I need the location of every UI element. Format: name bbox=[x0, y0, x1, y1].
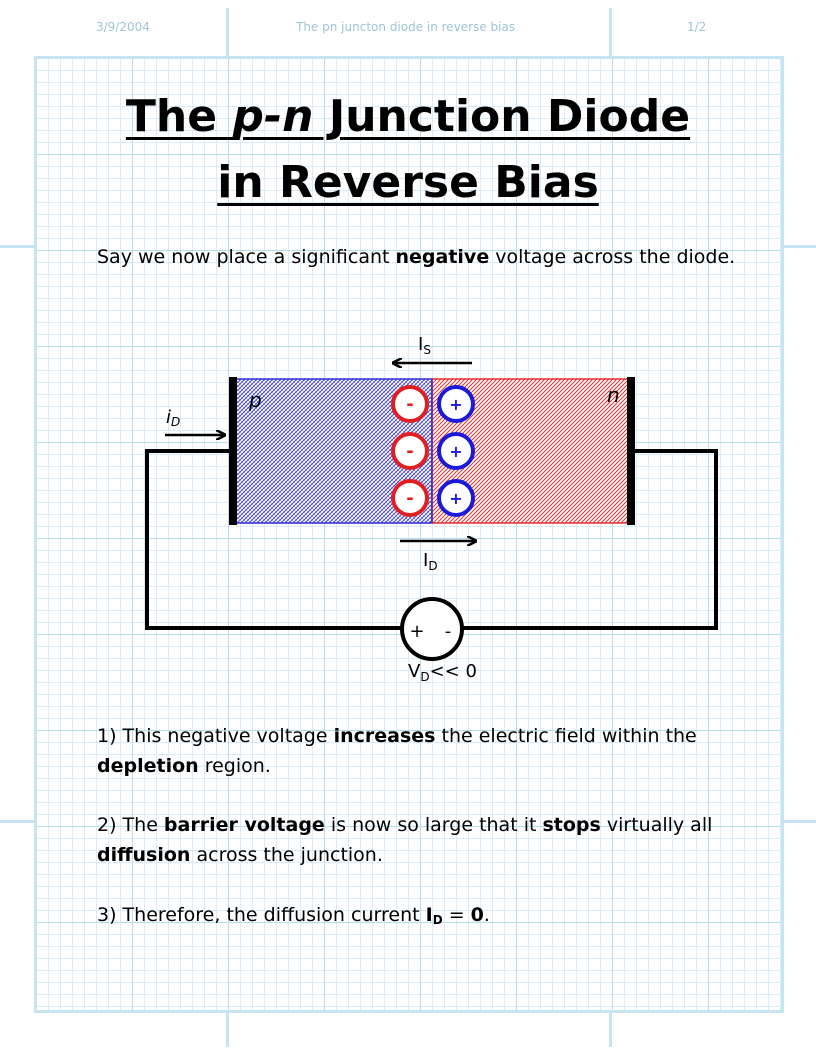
page-title: The p-n Junction Diode bbox=[0, 84, 816, 150]
text: the electric field within the bbox=[435, 725, 697, 747]
voltage-source bbox=[400, 597, 464, 661]
title-line-2-text: in Reverse Bias bbox=[217, 157, 599, 208]
bold-text: depletion bbox=[97, 755, 199, 777]
left-contact bbox=[229, 377, 237, 525]
id-input-letter: i bbox=[166, 407, 171, 428]
source-plus-label: + bbox=[409, 621, 424, 642]
id-input-label: iD bbox=[166, 407, 180, 429]
subscript: D bbox=[432, 913, 443, 927]
graph-paper bbox=[34, 56, 784, 1013]
header-date: 3/9/2004 bbox=[96, 20, 150, 34]
text: 2) The bbox=[97, 814, 164, 836]
plus-sign: + bbox=[449, 395, 462, 414]
positive-ion: + bbox=[437, 432, 475, 470]
vd-label: VD<< 0 bbox=[408, 661, 477, 684]
text: voltage across the diode. bbox=[489, 246, 736, 268]
vd-condition: << 0 bbox=[430, 661, 477, 682]
bold-text: 0 bbox=[470, 904, 484, 926]
text: is now so large that it bbox=[324, 814, 543, 836]
positive-ion: + bbox=[437, 385, 475, 423]
vd-letter: V bbox=[408, 661, 421, 682]
intro-paragraph: Say we now place a significant negative … bbox=[97, 242, 737, 272]
negative-ion: - bbox=[391, 479, 429, 517]
text: virtually all bbox=[600, 814, 713, 836]
title-pn: p-n bbox=[232, 91, 314, 142]
circuit-wire bbox=[462, 449, 718, 630]
id-input-subscript: D bbox=[171, 415, 180, 429]
minus-sign: - bbox=[406, 488, 413, 509]
source-minus-label: - bbox=[445, 621, 452, 642]
title-text: Junction Diode bbox=[313, 91, 691, 142]
point-3: 3) Therefore, the diffusion current ID =… bbox=[97, 900, 737, 935]
bold-text: diffusion bbox=[97, 844, 191, 866]
minus-sign: - bbox=[406, 394, 413, 415]
circuit-wire bbox=[145, 449, 402, 630]
id-subscript: D bbox=[428, 559, 437, 573]
page-title-line-2: in Reverse Bias bbox=[0, 150, 816, 216]
vd-subscript: D bbox=[420, 670, 429, 684]
text: 3) Therefore, the diffusion current bbox=[97, 904, 426, 926]
is-label: IS bbox=[418, 334, 431, 357]
negative-ion: - bbox=[391, 432, 429, 470]
positive-ion: + bbox=[437, 479, 475, 517]
text: 1) This negative voltage bbox=[97, 725, 334, 747]
negative-ion: - bbox=[391, 385, 429, 423]
bold-text: I bbox=[425, 904, 433, 926]
bold-text: barrier voltage bbox=[163, 814, 325, 836]
id-letter: I bbox=[423, 550, 428, 571]
point-1: 1) This negative voltage increases the e… bbox=[97, 721, 737, 781]
is-subscript: S bbox=[423, 343, 431, 357]
n-label: n bbox=[607, 383, 620, 407]
text: Say we now place a significant bbox=[97, 246, 396, 268]
header-file-title: The pn juncton diode in reverse bias bbox=[296, 20, 516, 34]
plus-sign: + bbox=[449, 442, 462, 461]
point-2: 2) The barrier voltage is now so large t… bbox=[97, 810, 737, 870]
text: region. bbox=[198, 755, 271, 777]
title-text: The bbox=[125, 91, 233, 142]
title-line-1: The p-n Junction Diode bbox=[126, 91, 690, 142]
text: = bbox=[442, 904, 471, 926]
is-letter: I bbox=[418, 334, 423, 355]
p-label: p bbox=[248, 388, 262, 412]
text: . bbox=[483, 904, 490, 926]
bold-text: negative bbox=[395, 246, 490, 268]
plus-sign: + bbox=[449, 489, 462, 508]
text: across the junction. bbox=[190, 844, 383, 866]
id-label: ID bbox=[423, 550, 438, 573]
header-page-number: 1/2 bbox=[687, 20, 707, 34]
bold-text: increases bbox=[333, 725, 436, 747]
minus-sign: - bbox=[406, 441, 413, 462]
bold-text: stops bbox=[542, 814, 601, 836]
right-contact bbox=[627, 377, 635, 525]
